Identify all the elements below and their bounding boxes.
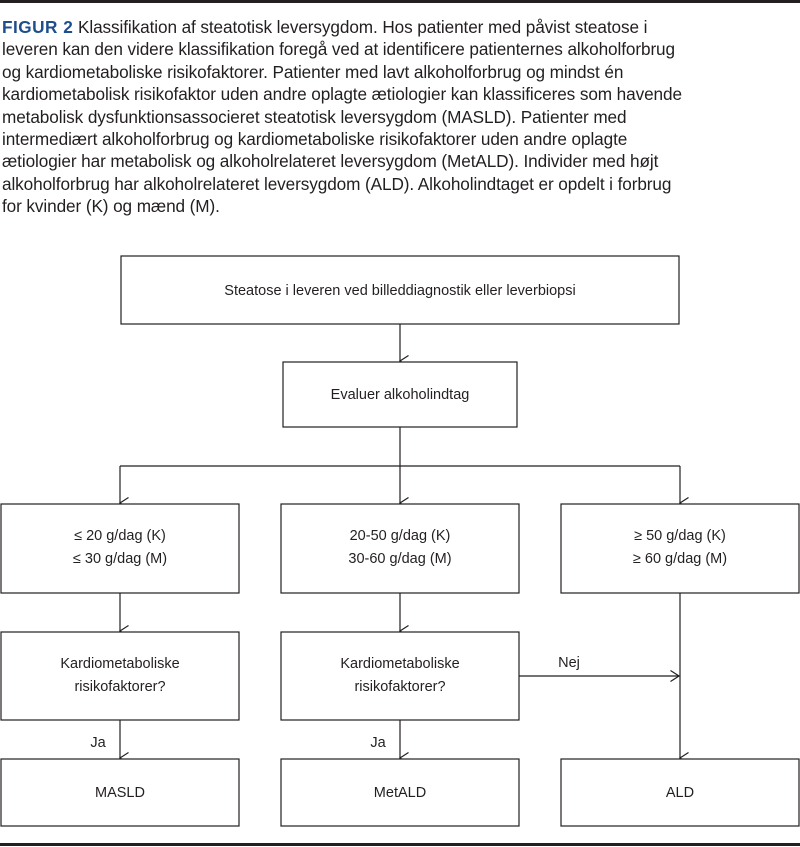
caption-line: alkoholforbrug har alkoholrelateret leve… [2,173,672,194]
caption-line: kardiometabolisk risikofaktor uden andre… [2,84,682,105]
yes-label-left: Ja [90,735,106,751]
box-mid-intake [280,503,520,594]
mid-intake-men: 30-60 g/dag (M) [348,551,451,567]
caption-line: og kardiometaboliske risikofaktorer. Pat… [2,61,624,82]
ald-label: ALD [666,785,694,801]
bottom-rule [0,843,800,846]
connectors [118,324,689,765]
box-ald [560,758,800,827]
box-high-intake [560,503,800,594]
yes-label-mid: Ja [370,735,386,751]
box-steatosis [120,255,680,325]
high-intake-women: ≥ 50 g/dag (K) [634,528,726,544]
masld-label: MASLD [95,785,145,801]
risk-left-line1: Kardiometaboliske [60,656,179,672]
box-low-intake [0,503,240,594]
low-intake-men: ≤ 30 g/dag (M) [73,551,167,567]
metald-label: MetALD [374,785,426,801]
no-label: Nej [558,655,580,671]
risk-mid-line1: Kardiometaboliske [340,656,459,672]
box-evaluate-label: Evaluer alkoholindtag [331,387,470,403]
caption-line: Klassifikation af steatotisk leversygdom… [78,17,648,37]
risk-mid-line2: risikofaktorer? [354,679,445,695]
figure-label: FIGUR 2 [2,17,74,37]
risk-left-line2: risikofaktorer? [74,679,165,695]
mid-intake-women: 20-50 g/dag (K) [350,528,451,544]
box-metald [280,758,520,827]
box-risk-mid [280,631,520,721]
caption-line: leveren kan den videre klassifikation fo… [2,39,675,60]
low-intake-women: ≤ 20 g/dag (K) [74,528,166,544]
caption-line: metabolisk dysfunktionsassocieret steato… [2,106,627,127]
high-intake-men: ≥ 60 g/dag (M) [633,551,727,567]
box-masld [0,758,240,827]
caption-line: for kvinder (K) og mænd (M). [2,196,220,217]
box-risk-left [0,631,240,721]
box-steatosis-label: Steatose i leveren ved billeddiagnostik … [224,283,575,299]
caption-line: ætiologier har metabolisk og alkoholrela… [2,151,659,172]
figure-caption: FIGUR 2 Klassifikation af steatotisk lev… [2,16,800,218]
caption-line: intermediært alkoholforbrug og kardiomet… [2,129,628,150]
box-evaluate [282,361,518,428]
top-rule [0,0,800,3]
